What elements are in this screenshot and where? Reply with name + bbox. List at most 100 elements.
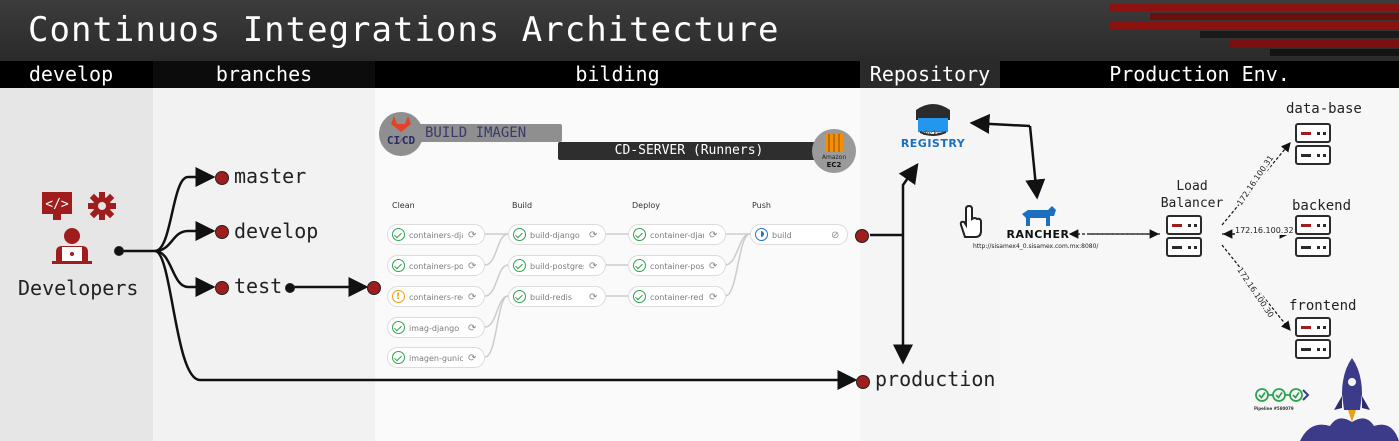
job-label: containers-redis xyxy=(409,293,463,302)
page-title: Continuos Integrations Architecture xyxy=(28,10,780,50)
job-push-build[interactable]: build ⊘ xyxy=(750,224,848,245)
decorative-stripe xyxy=(1110,22,1399,29)
load-balancer-server-icon xyxy=(1166,215,1204,261)
decorative-stripe xyxy=(1230,40,1399,47)
success-icon xyxy=(513,228,526,241)
retry-icon[interactable]: ⟳ xyxy=(589,292,598,303)
success-icon xyxy=(392,321,405,334)
rancher-logo xyxy=(1022,206,1056,226)
job-container-postgres[interactable]: container-postgres ⟳ xyxy=(628,255,726,276)
production-column-bg xyxy=(1000,88,1399,441)
job-label: containers-postg... xyxy=(409,262,463,271)
build-imagen-label: BUILD IMAGEN xyxy=(425,125,527,141)
job-label: container-redis xyxy=(650,293,704,302)
branch-develop: develop xyxy=(234,219,319,243)
branch-test-dot xyxy=(215,281,229,295)
retry-icon[interactable]: ⟳ xyxy=(468,230,477,241)
retry-icon[interactable]: ⟳ xyxy=(468,261,477,272)
decorative-stripe xyxy=(1200,31,1399,38)
server-database-label: data-base xyxy=(1286,101,1362,117)
cicd-logo-text: CI⁄CD xyxy=(386,134,416,147)
cicd-logo: CI⁄CD xyxy=(379,112,423,156)
success-icon xyxy=(392,351,405,364)
success-icon xyxy=(392,259,405,272)
retry-icon[interactable]: ⟳ xyxy=(709,261,718,272)
gear-icon xyxy=(88,192,116,220)
registry-label: REGISTRY xyxy=(900,137,966,150)
backend-server-icon xyxy=(1295,215,1333,261)
header-branches: branches xyxy=(153,61,375,88)
job-container-redis[interactable]: container-redis ⟳ xyxy=(628,286,726,307)
developers-label: Developers xyxy=(18,276,139,300)
test-pipeline-dot xyxy=(367,281,381,295)
code-laptop-icon: </> xyxy=(42,192,92,264)
job-containers-django[interactable]: containers-django ⟳ xyxy=(387,224,485,245)
decorative-stripe xyxy=(1270,49,1399,56)
job-imagen-gunicorn[interactable]: imagen-gunicorn⟳ xyxy=(387,347,485,368)
decorative-stripe xyxy=(1150,13,1399,20)
branch-master: master xyxy=(234,164,307,188)
database-server-icon xyxy=(1295,123,1333,169)
job-build-django[interactable]: build-django⟳ xyxy=(508,224,606,245)
job-build-redis[interactable]: build-redis⟳ xyxy=(508,286,606,307)
ip-backend: 172.16.100.32 xyxy=(1235,226,1294,235)
header-develop: develop xyxy=(28,62,114,86)
retry-icon[interactable]: ⟳ xyxy=(468,323,477,334)
retry-icon[interactable]: ⟳ xyxy=(709,292,718,303)
server-backend-label: backend xyxy=(1292,198,1352,214)
stage-clean: Clean xyxy=(392,201,415,210)
retry-icon[interactable]: ⟳ xyxy=(468,292,477,303)
job-label: container-postgres xyxy=(650,262,704,271)
header-production-env: Production Env. xyxy=(1109,62,1290,86)
branch-production-dot xyxy=(856,375,870,389)
branch-test: test xyxy=(234,274,283,298)
amazon-label: Amazon xyxy=(821,154,847,161)
column-header-row: develop branches bilding Repository Prod… xyxy=(0,61,1399,88)
job-label: build-postgres xyxy=(530,262,584,271)
cd-server-bar xyxy=(558,142,820,160)
job-container-django[interactable]: container-django ⟳ xyxy=(628,224,726,245)
branch-develop-dot xyxy=(215,225,229,239)
stage-push: Push xyxy=(752,201,771,210)
job-build-postgres[interactable]: build-postgres ⟳ xyxy=(508,255,606,276)
retry-icon[interactable]: ⟳ xyxy=(468,353,477,364)
rocket-icon xyxy=(1300,358,1399,441)
rancher-url[interactable]: http://sisamex4_0.sisamex.com.mx:8080/ xyxy=(973,243,1099,250)
retry-icon[interactable]: ⟳ xyxy=(589,261,598,272)
job-label: container-django xyxy=(650,231,704,240)
job-containers-postgres[interactable]: containers-postg... ⟳ xyxy=(387,255,485,276)
gitlab-icon xyxy=(391,116,411,132)
develop-column-bg xyxy=(0,88,153,441)
header-repository: Repository xyxy=(860,61,1000,88)
ec2-label: EC2 xyxy=(826,161,842,169)
developers-connector-dot xyxy=(114,246,124,256)
build-imagen-bar xyxy=(402,124,562,142)
job-containers-redis[interactable]: containers-redis ⟳ xyxy=(387,286,485,308)
decorative-stripe xyxy=(1110,4,1399,11)
job-label: build xyxy=(772,231,792,240)
success-icon xyxy=(633,259,646,272)
success-icon xyxy=(513,259,526,272)
amazon-ec2-logo: Amazon EC2 xyxy=(812,129,856,173)
header-bilding: bilding xyxy=(575,62,660,86)
pipeline-status-icons xyxy=(1255,388,1310,402)
branch-production: production xyxy=(875,367,996,391)
branches-column-bg xyxy=(153,88,375,441)
frontend-server-icon xyxy=(1295,317,1333,363)
repository-column-bg xyxy=(860,88,1000,441)
pipeline-output-dot xyxy=(855,229,869,243)
docker-registry-logo xyxy=(916,104,950,136)
stage-deploy: Deploy xyxy=(632,201,661,210)
retry-icon[interactable]: ⟳ xyxy=(589,230,598,241)
registry-docker-label: docker xyxy=(922,130,944,137)
cancel-icon[interactable]: ⊘ xyxy=(831,230,840,241)
job-label: containers-django xyxy=(409,231,463,240)
pipeline-number: Pipeline #580079 xyxy=(1254,406,1294,411)
retry-icon[interactable]: ⟳ xyxy=(709,230,718,241)
load-balancer-label-1: Load xyxy=(1176,179,1208,194)
job-imag-django[interactable]: imag-django⟳ xyxy=(387,317,485,338)
svg-text:</>: </> xyxy=(45,197,69,212)
warning-icon xyxy=(392,287,405,308)
title-bar xyxy=(0,0,1399,61)
